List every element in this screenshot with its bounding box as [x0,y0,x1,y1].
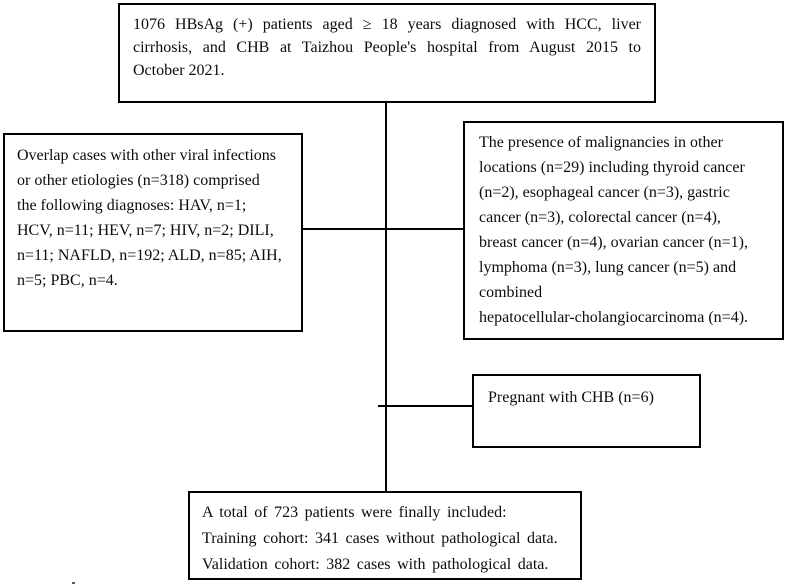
text-line: HCV, n=11; HEV, n=7; HIV, n=2; DILI, [17,222,274,239]
text-line: n=11; NAFLD, n=192; ALD, n=85; AIH, [17,247,282,264]
text-line: A total of 723 patients were finally inc… [202,504,507,521]
text-line: 1076 HBsAg (+) patients aged ≥ 18 years … [133,16,641,33]
text-line: The presence of malignancies in other [479,134,723,151]
text-line: Training cohort: 341 cases without patho… [202,530,558,547]
text-line: combined [479,284,543,301]
text-line: the following diagnoses: HAV, n=1; [17,197,247,214]
text-line: lymphoma (n=3), lung cancer (n=5) and [479,259,737,276]
text-line: Validation cohort: 382 cases with pathol… [202,556,549,573]
text-line: Pregnant with CHB (n=6) [488,389,654,406]
connector-exclusion-branch-left-right [302,228,463,230]
stray-mark [72,582,75,584]
box-exclusion-pregnant: Pregnant with CHB (n=6) [472,374,701,448]
box-exclusion-other-malignancies: The presence of malignancies in other loc… [463,121,784,340]
text-line: cirrhosis, and CHB at Taizhou People's h… [133,39,641,56]
text-line: or other etiologies (n=318) comprised [17,172,260,189]
text-line: n=5; PBC, n=4. [17,272,118,289]
text-line: October 2021. [133,62,225,79]
text-line: breast cancer (n=4), ovarian cancer (n=1… [479,234,749,251]
connector-pregnant-branch [378,405,472,407]
text-line: cancer (n=3), colorectal cancer (n=4), [479,209,721,226]
text-line: Overlap cases with other viral infection… [17,147,277,164]
box-exclusion-overlap-etiologies: Overlap cases with other viral infection… [3,133,303,332]
box-final-cohort: A total of 723 patients were finally inc… [188,491,582,580]
connector-main-trunk [385,103,387,491]
box-initial-cohort: 1076 HBsAg (+) patients aged ≥ 18 years … [118,3,656,103]
text-line: locations (n=29) including thyroid cance… [479,159,745,176]
text-line: hepatocellular-cholangiocarcinoma (n=4). [479,309,749,326]
text-line: (n=2), esophageal cancer (n=3), gastric [479,184,730,201]
